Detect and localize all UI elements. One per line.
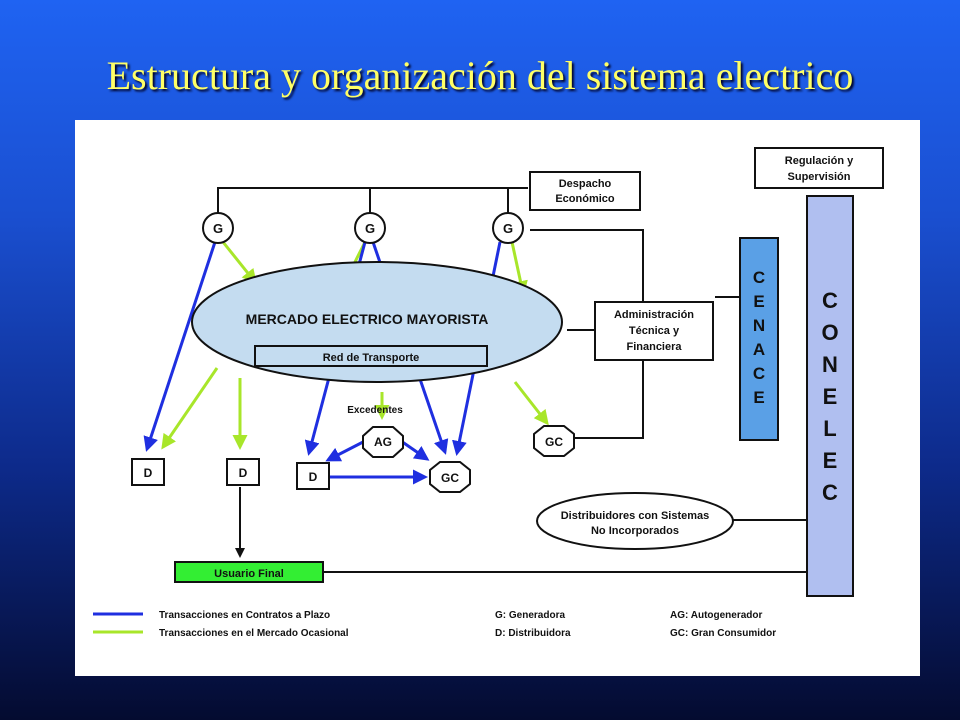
legend: Transacciones en Contratos a Plazo Trans…	[93, 610, 776, 639]
slide-title: Estructura y organización del sistema el…	[106, 53, 854, 98]
distribuidora-2-label: D	[239, 466, 248, 480]
regulacion-line2: Supervisión	[788, 171, 851, 183]
distribuidores-ellipse	[536, 492, 734, 550]
generator-1: G	[202, 212, 234, 244]
conelec-letter: L	[823, 416, 836, 441]
red-transporte-label: Red de Transporte	[323, 352, 420, 364]
diagram-panel: MERCADO ELECTRICO MAYORISTA Red de Trans…	[75, 120, 920, 676]
generator-3: G	[492, 212, 524, 244]
legend-blue-label: Transacciones en Contratos a Plazo	[159, 610, 330, 621]
legend-gc-def: GC: Gran Consumidor	[670, 628, 776, 639]
cenace-bar	[739, 237, 779, 441]
generator-3-label: G	[503, 221, 513, 236]
cenace-letter: N	[753, 316, 765, 335]
legend-d-def: D: Distribuidora	[495, 628, 571, 639]
distribuidores-line1: Distribuidores con Sistemas	[561, 510, 710, 522]
despacho-line2: Económico	[555, 193, 615, 205]
usuario-final-label: Usuario Final	[214, 568, 284, 580]
generator-node-3	[492, 212, 524, 244]
cenace-letter: E	[753, 292, 764, 311]
conelec-letter: E	[823, 448, 838, 473]
usuario-final-box	[174, 561, 324, 583]
generator-2: G	[354, 212, 386, 244]
distribuidora-node-1	[131, 458, 165, 486]
distribuidora-3-label: D	[309, 470, 318, 484]
administracion-line3: Financiera	[626, 341, 682, 353]
legend-g-def: G: Generadora	[495, 610, 565, 621]
gran-consumidor-node-2	[533, 425, 575, 457]
excedentes-label: Excedentes	[347, 405, 403, 416]
regulacion-box	[754, 147, 884, 189]
conelec-letter: N	[822, 352, 838, 377]
generator-1-label: G	[213, 221, 223, 236]
diagram-svg: MERCADO ELECTRICO MAYORISTA Red de Trans…	[93, 147, 884, 639]
despacho-line1: Despacho	[559, 178, 612, 190]
cenace-letter: C	[753, 268, 765, 287]
conelec-letter: E	[823, 384, 838, 409]
generator-node-1	[202, 212, 234, 244]
connector-lines	[217, 187, 807, 573]
generator-node-2	[354, 212, 386, 244]
conelec-letter: C	[822, 288, 838, 313]
conelec-bar	[806, 195, 854, 597]
conelec-letter: C	[822, 480, 838, 505]
despacho-box	[529, 171, 641, 211]
legend-green-label: Transacciones en el Mercado Ocasional	[159, 628, 349, 639]
conelec-letter: O	[821, 320, 838, 345]
cenace-letter: E	[753, 388, 764, 407]
mercado-label: MERCADO ELECTRICO MAYORISTA	[246, 311, 489, 327]
administracion-box	[594, 301, 714, 361]
distribuidora-node-2	[226, 458, 260, 486]
cenace-letter: A	[753, 340, 765, 359]
administracion-line1: Administración	[614, 309, 694, 321]
cenace-letter: C	[753, 364, 765, 383]
distribuidores-line2: No Incorporados	[591, 525, 679, 537]
legend-ag-def: AG: Autogenerador	[670, 610, 763, 621]
generator-2-label: G	[365, 221, 375, 236]
gran-consumidor-node-1	[429, 461, 471, 493]
conelec-letters: C O N E L E C	[821, 288, 838, 505]
gran-consumidor-2-label: GC	[545, 435, 563, 449]
gran-consumidor-1-label: GC	[441, 471, 459, 485]
autogenerador-node	[362, 426, 404, 458]
distribuidora-1-label: D	[144, 466, 153, 480]
cenace-letters: C E N A C E	[753, 268, 765, 407]
autogenerador-label: AG	[374, 435, 392, 449]
administracion-line2: Técnica y	[629, 325, 680, 337]
regulacion-line1: Regulación y	[785, 155, 854, 167]
red-transporte-box	[254, 345, 488, 367]
distribuidora-node-3	[296, 462, 330, 490]
